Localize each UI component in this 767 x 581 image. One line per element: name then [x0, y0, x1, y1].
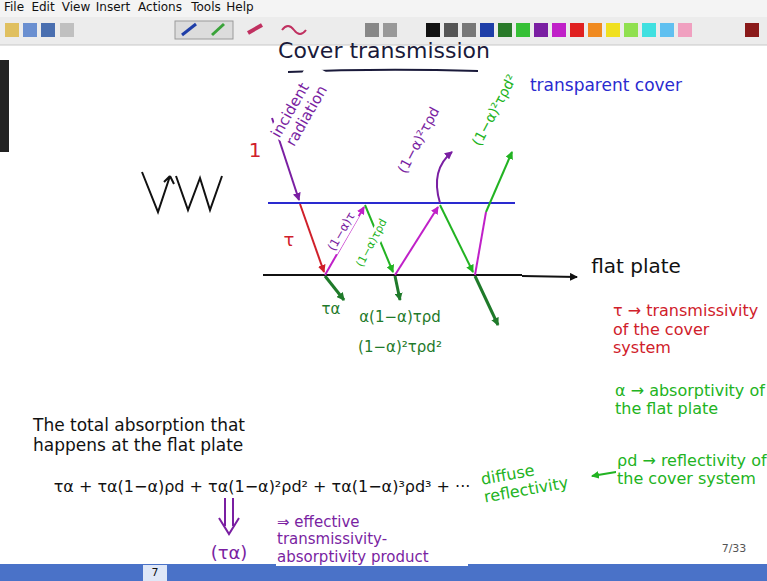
ray-label: (1−α)τ — [325, 209, 359, 254]
ray-label: α(1−α)τρd — [358, 309, 442, 326]
definition-note: diffuse reflectivity — [479, 453, 586, 507]
definition-note: α → absorptivity of the flat plate — [614, 382, 766, 419]
symbol-label: 1 — [248, 139, 263, 162]
ray-label: incident radiation — [268, 62, 339, 150]
component-label: flat plate — [590, 255, 682, 278]
ray-label: (1−α)²τρd² — [468, 71, 520, 149]
ray-label: τα — [321, 301, 342, 318]
component-label: transparent cover — [529, 76, 683, 96]
ray-label: (1−α)²τρd — [393, 103, 442, 176]
symbol-label: τ — [283, 230, 296, 251]
definition-note: ρd → reflectivity of the cover system — [616, 452, 767, 489]
menu-item: View — [61, 1, 91, 15]
page-tab: 7 — [151, 567, 160, 580]
ray-label: (1−α)²τρd² — [357, 339, 443, 356]
explanation-note: The total absorption that happens at the… — [32, 416, 284, 455]
menu-item: Tools — [190, 1, 222, 15]
symbol-label: (τα) — [210, 543, 249, 564]
menu-item: Help — [225, 1, 254, 15]
equation: τα + τα(1−α)ρd + τα(1−α)²ρd² + τα(1−α)³ρ… — [53, 478, 472, 496]
definition-note: τ → transmissivity of the cover system — [612, 302, 764, 357]
menu-item: File — [3, 1, 25, 15]
menu-item: Edit — [30, 1, 55, 15]
menu-item: Actions — [137, 1, 183, 15]
slide-title: Cover transmission — [278, 38, 490, 63]
page-number: 7/33 — [721, 543, 748, 556]
explanation-note: ⇒ effective transmissivity-absorptivity … — [276, 514, 468, 566]
menu-item: Insert — [95, 1, 131, 15]
